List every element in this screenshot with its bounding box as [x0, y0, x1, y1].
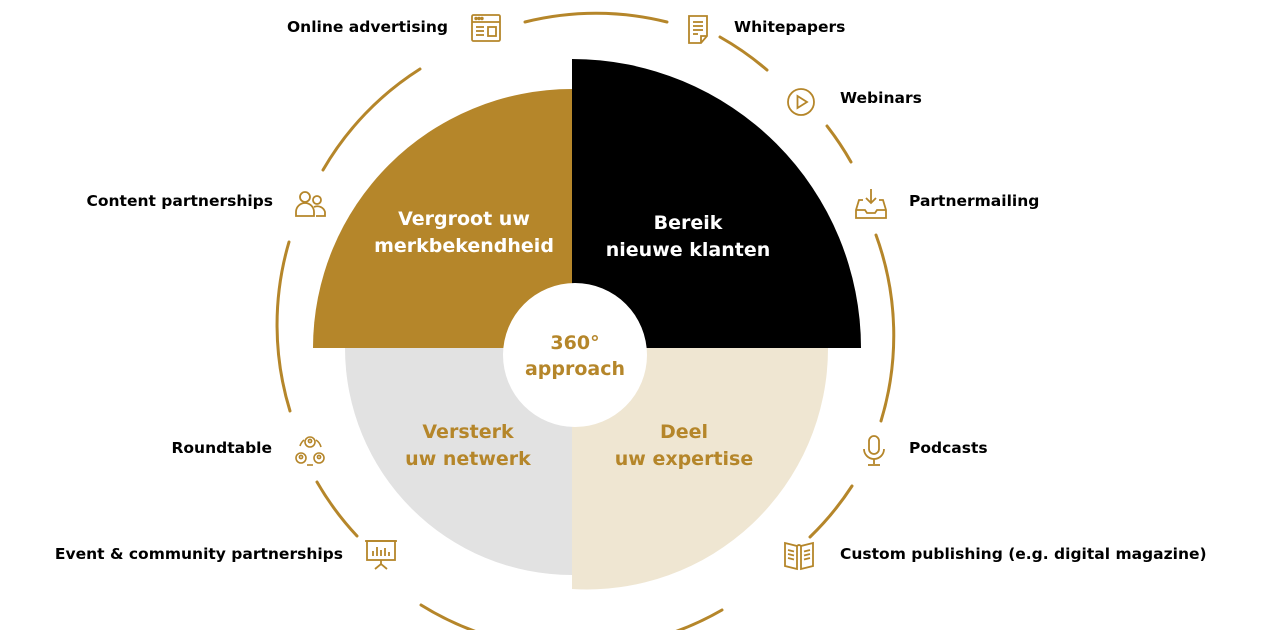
quadrant-expertise [572, 348, 829, 590]
quadrant-reach [572, 59, 861, 348]
channel-label-podcasts: Podcasts [909, 439, 988, 457]
people-cycle-icon [292, 433, 328, 469]
ring-arc [523, 11, 669, 24]
center-circle [503, 283, 647, 427]
quadrant-reach-line1: Bereik [654, 212, 723, 234]
play-icon [783, 84, 819, 120]
quadrant-network [345, 348, 572, 575]
channel-label-event-community-partnerships: Event & community partnerships [54, 545, 343, 563]
open-magazine-icon [781, 537, 817, 573]
quadrant-network-line1: Versterk [422, 421, 514, 443]
users-icon [292, 186, 328, 222]
ring-arc [315, 480, 359, 538]
quadrant-network-line2: uw netwerk [405, 448, 531, 470]
channel-label-webinars: Webinars [840, 89, 922, 107]
center-subtitle: approach [525, 358, 625, 380]
document-icon [680, 12, 716, 48]
inbox-download-icon [853, 186, 889, 222]
quadrant-brand [313, 89, 572, 348]
ring-arc [718, 35, 769, 72]
channel-label-content-partnerships: Content partnerships [86, 192, 273, 210]
center-title: 360° [550, 332, 599, 354]
channel-label-whitepapers: Whitepapers [734, 18, 846, 36]
browser-icon [468, 11, 504, 47]
presentation-chart-icon [363, 536, 399, 572]
channel-label-roundtable: Roundtable [171, 439, 272, 457]
ring-arc [275, 240, 292, 413]
ring-arc [419, 603, 724, 630]
quadrant-reach-line2: nieuwe klanten [606, 239, 771, 261]
quadrant-brand-line1: Vergroot uw [398, 208, 530, 230]
quadrant-brand-line2: merkbekendheid [374, 235, 554, 257]
channel-label-online-advertising: Online advertising [287, 18, 448, 36]
microphone-icon [856, 433, 892, 469]
outer-ring [275, 11, 896, 630]
channel-label-partnermailing: Partnermailing [909, 192, 1040, 210]
ring-arc [808, 484, 854, 539]
ring-arc [321, 67, 422, 172]
ring-arc [874, 233, 896, 423]
quadrant-expertise-line2: uw expertise [615, 448, 753, 470]
quadrant-expertise-line1: Deel [660, 421, 708, 443]
channel-label-custom-publishing: Custom publishing (e.g. digital magazine… [840, 545, 1207, 563]
ring-arc [825, 124, 853, 164]
